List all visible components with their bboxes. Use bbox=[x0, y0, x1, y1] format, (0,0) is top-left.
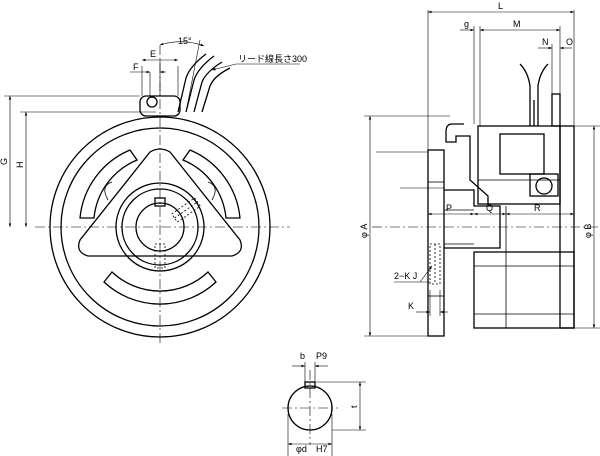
lead-wire-4 bbox=[201, 67, 231, 113]
dim-label-q: Q bbox=[486, 203, 493, 213]
lobe-arc-left bbox=[104, 181, 113, 201]
dim-label-f: F bbox=[133, 62, 139, 72]
lead-bush bbox=[551, 93, 561, 127]
set-screw-hidden bbox=[171, 197, 201, 223]
lead-wire-2 bbox=[185, 55, 215, 113]
dim-label-h: H bbox=[15, 162, 25, 169]
dim-label-r: R bbox=[534, 203, 541, 213]
dim-label-a: φ A bbox=[359, 224, 369, 238]
dim-label-b: φ B bbox=[583, 224, 593, 238]
angle-label: 15° bbox=[178, 36, 192, 46]
bearing-top bbox=[535, 177, 553, 195]
dim-label-e: E bbox=[150, 49, 156, 59]
side-view: L g M N O P Q R φ A φ B bbox=[359, 1, 600, 337]
dim-label-small-g: g bbox=[464, 19, 469, 29]
dim-label-m: M bbox=[513, 19, 521, 29]
inner-rim bbox=[60, 127, 260, 327]
angle-arc bbox=[159, 41, 205, 47]
lead-wire-1 bbox=[177, 53, 207, 113]
outer-cylinder bbox=[559, 125, 575, 329]
dim-label-o: O bbox=[566, 37, 573, 47]
dim-label-kj: 2−K J bbox=[394, 271, 417, 281]
bore-detail: b P9 t φd H7 bbox=[282, 351, 366, 456]
dim-label-p: P bbox=[446, 203, 452, 213]
dim-label-l: L bbox=[498, 1, 503, 11]
triangular-armature-plate bbox=[77, 148, 243, 257]
dim-label-d: φd bbox=[296, 444, 307, 454]
hub-outer bbox=[115, 182, 205, 272]
arc-slot-left bbox=[79, 149, 138, 219]
outer-rim bbox=[49, 116, 271, 338]
arc-slot-right bbox=[182, 149, 241, 219]
bore bbox=[135, 202, 185, 252]
dim-label-b-small: b bbox=[300, 351, 305, 361]
dim-label-g: G bbox=[0, 158, 9, 165]
dim-label-h7: H7 bbox=[316, 444, 328, 454]
bearing-race-top bbox=[529, 173, 559, 197]
hub-body bbox=[444, 189, 501, 249]
lower-screw-hidden bbox=[154, 243, 166, 269]
dim-label-t: t bbox=[349, 405, 359, 408]
bore-keyway bbox=[304, 381, 316, 389]
keyway bbox=[154, 197, 166, 207]
front-view: 15° リード線長さ300 E F G H bbox=[0, 36, 307, 345]
angle-ref-line-inclined bbox=[185, 39, 201, 113]
arc-slot-bottom bbox=[103, 271, 217, 305]
kj-leader bbox=[419, 265, 433, 283]
lead-wire-3 bbox=[193, 61, 223, 113]
coil bbox=[499, 133, 545, 175]
side-lead-1 bbox=[519, 63, 531, 126]
rotor-body bbox=[473, 251, 575, 329]
dim-label-p9: P9 bbox=[316, 351, 327, 361]
hub-inner bbox=[121, 188, 199, 266]
lead-note-leader bbox=[211, 63, 237, 71]
bore-circle bbox=[287, 385, 333, 431]
lead-hole-1 bbox=[146, 96, 158, 108]
field-housing bbox=[477, 125, 561, 205]
leaf-spring bbox=[445, 123, 489, 206]
armature-plate bbox=[427, 149, 445, 337]
lead-note: リード線長さ300 bbox=[238, 53, 307, 64]
dim-label-n: N bbox=[542, 37, 549, 47]
side-lead-2 bbox=[537, 63, 549, 126]
lobe-arc-right bbox=[207, 181, 216, 201]
dim-label-k: K bbox=[408, 301, 414, 311]
